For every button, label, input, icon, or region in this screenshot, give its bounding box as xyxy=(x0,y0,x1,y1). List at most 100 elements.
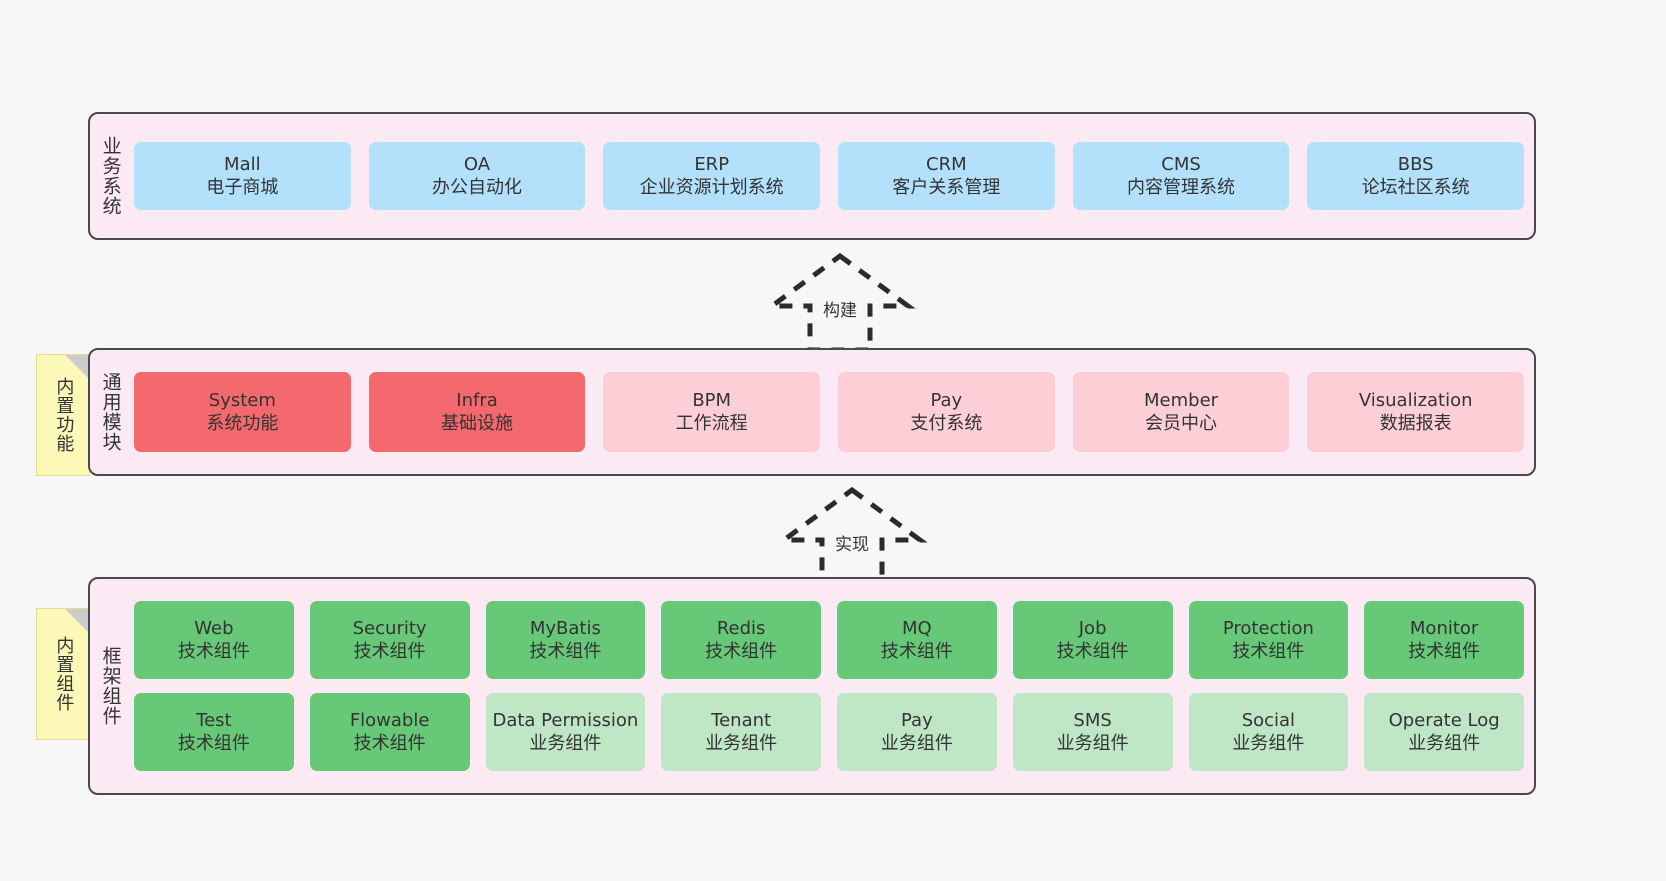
box-title: Pay xyxy=(930,389,963,411)
box-title: BPM xyxy=(692,389,732,411)
layer-framework-components: 框架组件 Web 技术组件 Security 技术组件 MyBatis 技术组件… xyxy=(88,577,1536,795)
box-erp[interactable]: ERP 企业资源计划系统 xyxy=(603,142,821,210)
box-title: Data Permission xyxy=(492,709,639,731)
box-data-permission[interactable]: Data Permission 业务组件 xyxy=(485,693,646,771)
box-bpm[interactable]: BPM 工作流程 xyxy=(603,372,821,452)
arrow-build: 构建 xyxy=(760,248,920,353)
box-title: Social xyxy=(1241,709,1296,731)
box-system[interactable]: System 系统功能 xyxy=(134,372,351,452)
box-subtitle: 论坛社区系统 xyxy=(1361,177,1470,198)
box-pay-component[interactable]: Pay 业务组件 xyxy=(837,693,997,771)
box-test[interactable]: Test 技术组件 xyxy=(134,693,294,771)
box-crm[interactable]: CRM 客户关系管理 xyxy=(838,142,1055,210)
box-title: System xyxy=(208,389,276,411)
box-protection[interactable]: Protection 技术组件 xyxy=(1188,601,1349,679)
box-title: SMS xyxy=(1073,709,1112,731)
box-subtitle: 技术组件 xyxy=(705,641,778,662)
box-redis[interactable]: Redis 技术组件 xyxy=(661,601,821,679)
layer-title-framework: 框架组件 xyxy=(99,646,122,726)
box-bbs[interactable]: BBS 论坛社区系统 xyxy=(1307,142,1525,210)
layer-business-systems: 业务系统 Mall 电子商城 OA 办公自动化 ERP 企业资源计划系统 CRM… xyxy=(88,112,1536,240)
sticky-note-builtin-components: 内置组件 xyxy=(36,608,90,740)
box-title: Pay xyxy=(901,709,933,731)
box-member[interactable]: Member 会员中心 xyxy=(1072,372,1290,452)
box-subtitle: 工作流程 xyxy=(675,413,748,434)
box-mq[interactable]: MQ 技术组件 xyxy=(837,601,997,679)
box-oa[interactable]: OA 办公自动化 xyxy=(368,142,586,210)
box-web[interactable]: Web 技术组件 xyxy=(134,601,294,679)
box-title: CMS xyxy=(1161,153,1201,175)
box-subtitle: 技术组件 xyxy=(1232,641,1305,662)
layer-title-business: 业务系统 xyxy=(99,136,122,216)
box-title: MyBatis xyxy=(529,617,601,639)
box-subtitle: 内容管理系统 xyxy=(1127,177,1236,198)
box-subtitle: 技术组件 xyxy=(880,641,953,662)
box-subtitle: 技术组件 xyxy=(1056,641,1129,662)
box-subtitle: 技术组件 xyxy=(177,733,250,754)
box-subtitle: 技术组件 xyxy=(1408,641,1481,662)
box-title: Protection xyxy=(1222,617,1314,639)
framework-row-technical: Web 技术组件 Security 技术组件 MyBatis 技术组件 Redi… xyxy=(134,601,1524,679)
fold-corner-icon xyxy=(65,609,89,633)
box-title: Web xyxy=(194,617,234,639)
business-row: Mall 电子商城 OA 办公自动化 ERP 企业资源计划系统 CRM 客户关系… xyxy=(134,142,1525,210)
box-sms[interactable]: SMS 业务组件 xyxy=(1012,693,1173,771)
box-job[interactable]: Job 技术组件 xyxy=(1012,601,1173,679)
box-subtitle: 会员中心 xyxy=(1145,413,1218,434)
box-title: OA xyxy=(463,153,491,175)
box-subtitle: 技术组件 xyxy=(529,641,602,662)
sticky-note-builtin-features: 内置功能 xyxy=(36,354,90,476)
box-subtitle: 业务组件 xyxy=(1408,733,1481,754)
box-title: BBS xyxy=(1397,153,1434,175)
box-title: Security xyxy=(352,617,427,639)
fold-corner-icon xyxy=(65,355,89,379)
box-title: Job xyxy=(1078,617,1107,639)
box-social[interactable]: Social 业务组件 xyxy=(1188,693,1349,771)
box-infra[interactable]: Infra 基础设施 xyxy=(368,372,586,452)
box-title: Mall xyxy=(224,153,261,175)
layer-body-framework: Web 技术组件 Security 技术组件 MyBatis 技术组件 Redi… xyxy=(130,579,1534,793)
box-subtitle: 系统功能 xyxy=(206,413,279,434)
box-mybatis[interactable]: MyBatis 技术组件 xyxy=(485,601,646,679)
box-title: ERP xyxy=(694,153,730,175)
box-title: Flowable xyxy=(349,709,430,731)
box-title: MQ xyxy=(902,617,932,639)
box-subtitle: 数据报表 xyxy=(1379,413,1452,434)
box-title: Monitor xyxy=(1409,617,1479,639)
box-title: Infra xyxy=(456,389,498,411)
box-monitor[interactable]: Monitor 技术组件 xyxy=(1364,601,1524,679)
box-subtitle: 电子商城 xyxy=(206,177,279,198)
box-subtitle: 客户关系管理 xyxy=(892,177,1001,198)
box-title: Member xyxy=(1144,389,1219,411)
box-subtitle: 基础设施 xyxy=(441,413,513,434)
box-visualization[interactable]: Visualization 数据报表 xyxy=(1307,372,1525,452)
layer-common-modules: 通用模块 System 系统功能 Infra 基础设施 BPM 工作流程 Pay… xyxy=(88,348,1536,476)
box-title: Visualization xyxy=(1358,389,1473,411)
box-flowable[interactable]: Flowable 技术组件 xyxy=(309,693,470,771)
box-subtitle: 技术组件 xyxy=(353,641,426,662)
box-subtitle: 企业资源计划系统 xyxy=(639,177,784,198)
box-subtitle: 业务组件 xyxy=(880,733,953,754)
arrow-implement-label: 实现 xyxy=(835,535,869,555)
box-pay-module[interactable]: Pay 支付系统 xyxy=(838,372,1055,452)
box-operate-log[interactable]: Operate Log 业务组件 xyxy=(1364,693,1524,771)
box-tenant[interactable]: Tenant 业务组件 xyxy=(661,693,821,771)
sticky-label: 内置功能 xyxy=(53,377,75,453)
framework-row-business: Test 技术组件 Flowable 技术组件 Data Permission … xyxy=(134,693,1524,771)
box-subtitle: 业务组件 xyxy=(1232,733,1305,754)
box-subtitle: 业务组件 xyxy=(1056,733,1129,754)
box-subtitle: 业务组件 xyxy=(705,733,778,754)
box-subtitle: 技术组件 xyxy=(353,733,426,754)
layer-body-common: System 系统功能 Infra 基础设施 BPM 工作流程 Pay 支付系统… xyxy=(130,350,1534,474)
box-title: Redis xyxy=(716,617,766,639)
sticky-label: 内置组件 xyxy=(53,636,75,712)
box-security[interactable]: Security 技术组件 xyxy=(309,601,470,679)
box-title: Operate Log xyxy=(1388,709,1500,731)
box-mall[interactable]: Mall 电子商城 xyxy=(134,142,351,210)
arrow-build-label: 构建 xyxy=(823,301,857,321)
box-subtitle: 办公自动化 xyxy=(432,177,522,198)
layer-title-common: 通用模块 xyxy=(99,372,122,452)
box-cms[interactable]: CMS 内容管理系统 xyxy=(1072,142,1290,210)
box-subtitle: 技术组件 xyxy=(177,641,250,662)
